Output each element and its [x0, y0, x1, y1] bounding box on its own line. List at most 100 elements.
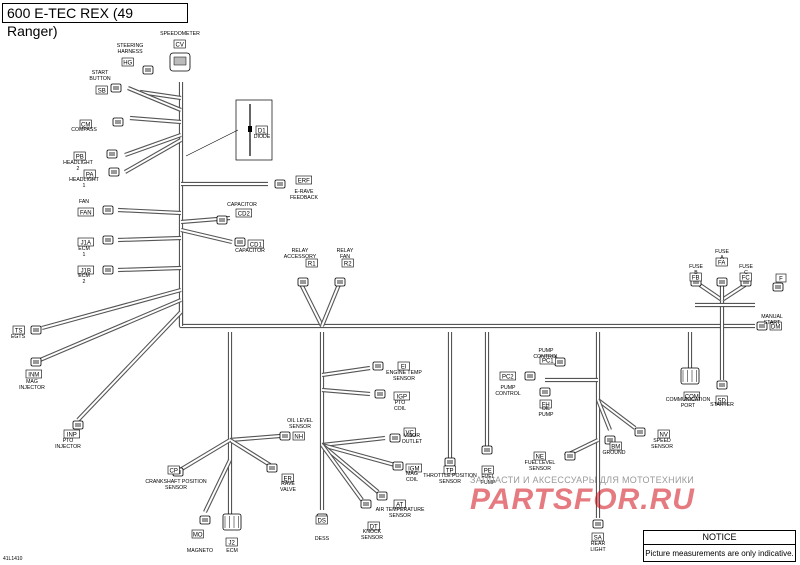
compass-connector [112, 117, 124, 127]
capacitor-1-connector [234, 237, 246, 247]
manual-start-connector [756, 321, 768, 331]
steering-harness-connector [142, 65, 154, 75]
pump-control-2-code-text: PC2 [502, 374, 514, 380]
dess-code-text: DS [318, 518, 326, 524]
communication-port-connector [680, 367, 700, 385]
harness-wires [39, 82, 755, 518]
ecm-2-code-text: J1B [81, 268, 91, 274]
wire-core [180, 229, 233, 243]
oil-level-sensor-connector [279, 431, 291, 441]
compass-code: CM [79, 119, 92, 128]
wire-core [127, 87, 182, 111]
wire-core [229, 439, 271, 466]
diagram-title: 600 E-TEC REX (49 Ranger) [2, 3, 188, 39]
mag-injector-code: INM [25, 369, 42, 379]
wire-core [39, 299, 182, 361]
egts-code: TS [12, 325, 25, 335]
speed-sensor-connector [634, 427, 646, 437]
air-temperature-sensor-code: AT [393, 499, 406, 509]
manual-start-code-text: DM [771, 324, 780, 330]
fuse-a-code-text: FA [718, 260, 725, 266]
wire-outline [178, 82, 755, 329]
start-button-code: SB [95, 85, 108, 94]
crankshaft-position-sensor-code: CP [167, 465, 180, 475]
speed-sensor-code: NV [657, 429, 670, 439]
throttle-position-sensor-code: TP [443, 465, 456, 475]
wire-core [180, 82, 755, 327]
notice-text: Picture measurements are only indicative… [645, 549, 794, 558]
speed-sensor-code-text: NV [660, 432, 668, 438]
wire-core [41, 289, 182, 329]
wire-core [204, 459, 231, 513]
relay-accessory-code: R1 [305, 258, 318, 268]
fuse-c-code: FC [739, 272, 752, 282]
fuel-level-sensor-code: NE [533, 451, 546, 461]
ecm-connector [222, 513, 242, 531]
dess-label: DESS [315, 536, 330, 542]
headlight-2-code: PB [73, 151, 86, 160]
relay-accessory-connector [297, 277, 309, 287]
start-button-connector [110, 83, 122, 93]
wire-core [321, 437, 386, 446]
wire-core [321, 444, 363, 501]
wire-core [597, 399, 636, 429]
engine-temp-sensor-code: EI [397, 361, 410, 371]
mag-coil-connector [392, 461, 404, 471]
pto-coil-connector [374, 389, 386, 399]
ecm-code-text: J2 [229, 540, 236, 546]
mag-coil-code-text: IGM [408, 466, 419, 472]
rave-valve-code: ER [281, 473, 294, 483]
magneto-code-text: MO [193, 532, 203, 538]
notice-box: NOTICE Picture measurements are only ind… [643, 530, 796, 562]
ground-code-text: BM [611, 444, 620, 450]
wire-core [721, 284, 746, 301]
starter-code: SD [715, 395, 728, 405]
headlight-1-code-text: PA [86, 172, 94, 178]
wire-core [321, 281, 341, 327]
manual-start-code: DM [769, 321, 782, 331]
diode-code-text: D1 [258, 128, 266, 134]
wire-core [597, 399, 611, 431]
pto-injector-connector [72, 420, 84, 430]
watermark-tagline: ЗАПЧАСТИ И АКСЕССУАРЫ ДЛЯ МОТОТЕХНИКИ [470, 475, 695, 485]
magneto-connector [199, 515, 211, 525]
steering-harness-code: HG [121, 57, 134, 66]
rave-valve-code-text: ER [284, 476, 293, 482]
pump-control-code-text: PC1 [542, 358, 554, 364]
visor-outlet-code-text: VC [406, 430, 415, 436]
relay-accessory-code-text: R1 [308, 261, 316, 267]
watermark: ЗАПЧАСТИ И АКСЕССУАРЫ ДЛЯ МОТОТЕХНИКИ PA… [470, 475, 770, 517]
pump-control-code: PC1 [539, 355, 556, 365]
wire-core [299, 281, 323, 327]
wire-core [117, 237, 182, 241]
connector-shapes [30, 52, 784, 531]
start-button-code-text: SB [98, 88, 106, 94]
relay-fan-code: R2 [341, 258, 354, 268]
ecm-1-connector [102, 235, 114, 245]
capacitor-2-code-text: CD2 [238, 211, 251, 217]
capacitor-1-code: CD1 [247, 239, 264, 248]
egts-code-text: TS [15, 328, 23, 334]
mag-injector-code-text: INM [28, 372, 39, 378]
diode-code: D1 [255, 125, 268, 134]
fan-label: FAN [79, 199, 89, 205]
fuse-f-connector [772, 282, 784, 292]
